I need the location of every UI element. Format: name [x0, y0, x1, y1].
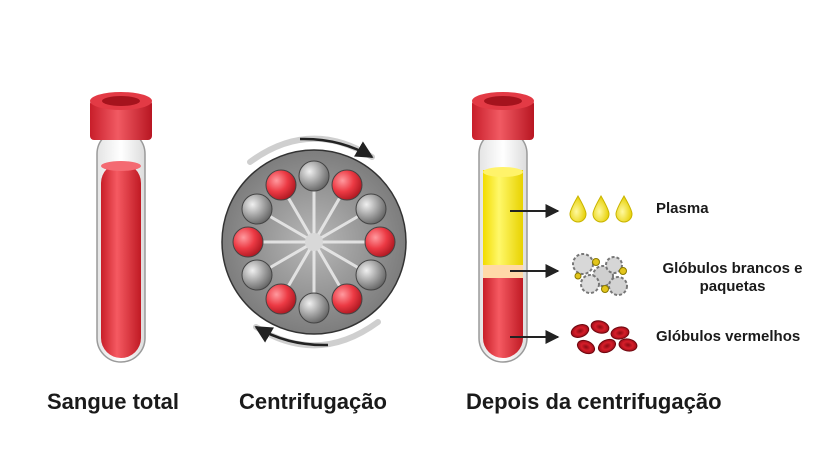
buffy-coat-layer — [483, 265, 523, 278]
red-cell-layer — [483, 278, 523, 358]
red-blood-cells-icon — [570, 320, 638, 355]
plasma-layer — [483, 170, 523, 265]
caption-centrifugation: Centrifugação — [239, 389, 387, 414]
white-cells-platelets-label: Glóbulos brancos e paquetas — [650, 260, 815, 296]
white-cells-platelets-icon — [572, 253, 628, 296]
caption-whole-blood: Sangue total — [47, 389, 180, 414]
whole-blood-tube — [90, 92, 152, 363]
white-cells-label-line2: paquetas — [699, 278, 766, 295]
centrifuge-rotor — [221, 135, 407, 349]
red-cells-label: Glóbulos vermelhos — [656, 328, 801, 345]
plasma-label: Plasma — [656, 200, 709, 217]
plasma-drops-icon — [569, 194, 633, 223]
tube-cap — [472, 92, 534, 140]
tube-cap — [90, 92, 152, 140]
rotor-tube-slots — [232, 160, 396, 324]
white-cells-label-line1: Glóbulos brancos e — [662, 260, 803, 277]
caption-after-centrifugation: Depois da centrifugação — [466, 389, 722, 414]
separated-tube — [472, 92, 534, 363]
